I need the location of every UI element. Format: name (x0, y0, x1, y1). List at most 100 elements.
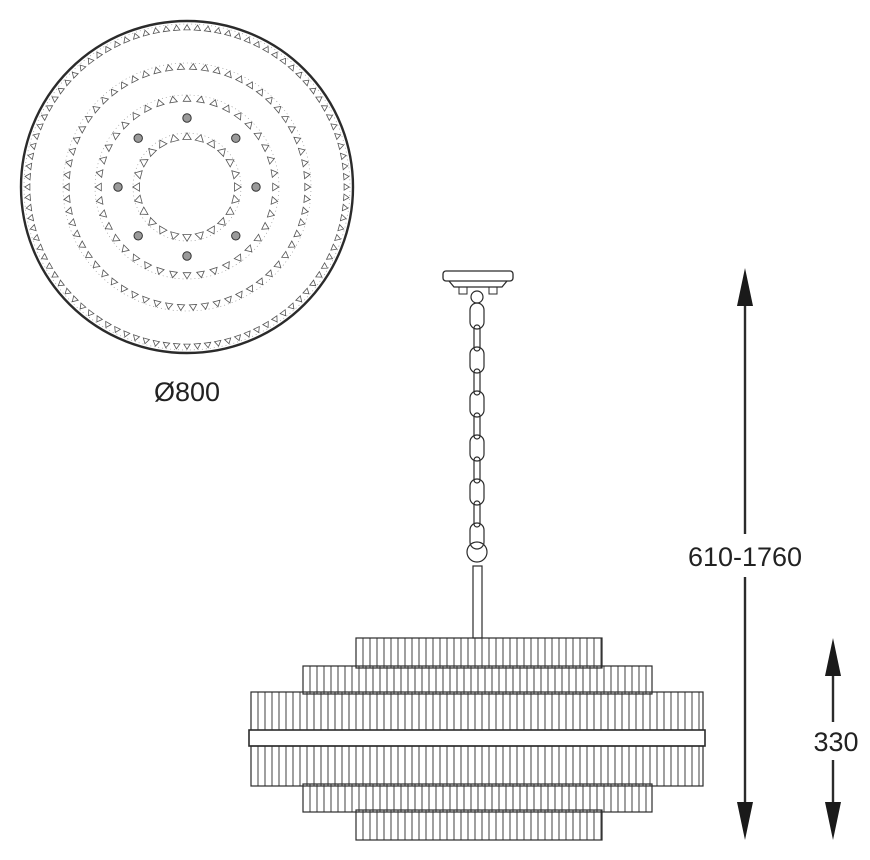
crystal-drop (280, 250, 290, 259)
crystal-drop (133, 170, 143, 180)
crystal-drop (334, 132, 342, 141)
crystal-drop (63, 170, 71, 180)
crystal-drop (40, 114, 49, 122)
crystal-drop (182, 272, 192, 280)
crystal-drop (153, 299, 162, 308)
crystal-drop (279, 308, 287, 317)
crystal-drop (213, 339, 222, 347)
chain-link (473, 456, 481, 484)
crystal-drop (87, 308, 95, 317)
crystal-drop (255, 88, 264, 97)
crystal-drop (68, 217, 77, 227)
crystal-drop (188, 62, 198, 70)
crystal-drop (234, 182, 242, 192)
chain-link (469, 434, 485, 462)
crystal-drop (32, 132, 40, 141)
crystal-drop (72, 136, 81, 145)
crystal-drop (264, 96, 273, 105)
crystal-drop (244, 244, 253, 253)
crystal-drop (64, 287, 72, 295)
crystal-drop (132, 112, 141, 121)
crystal-drop (302, 79, 310, 87)
chain-link (473, 412, 481, 440)
crystal-drop (295, 71, 303, 79)
lamp-shade (248, 637, 706, 841)
chain-link (473, 324, 481, 352)
crystal-drop (27, 152, 35, 161)
bulb-holder (251, 182, 261, 192)
bulb-holder (133, 133, 143, 143)
crystal-drop (225, 159, 235, 168)
crystal-drop (78, 126, 87, 134)
crystal-drop (51, 96, 59, 104)
crystal-drop (315, 270, 323, 278)
crystal-drop (252, 325, 260, 334)
crystal-drop (148, 216, 158, 226)
crystal-drop (132, 32, 141, 40)
crystal-drop (216, 148, 226, 158)
crystal-drop (183, 24, 191, 31)
crystal-drop (287, 302, 295, 310)
crystal-drop (194, 231, 204, 241)
crystal-drop (337, 223, 345, 232)
crystal-drop (297, 147, 306, 157)
crystal-drop (200, 64, 210, 72)
shade-tier (302, 783, 653, 813)
crystal-drop (132, 334, 141, 342)
crystal-drop (51, 270, 59, 278)
crystal-drop (266, 156, 276, 165)
crystal-drop (71, 71, 79, 79)
total-height-arrow-down (737, 802, 753, 840)
crystal-drop (123, 330, 131, 338)
crystal-drop (32, 233, 40, 242)
crystal-drop (280, 115, 290, 124)
total-height-label: 610-1760 (688, 542, 802, 572)
crystal-drop (169, 95, 179, 104)
crystal-drop (133, 194, 143, 204)
crystal-drop (78, 240, 87, 248)
crystal-drop (223, 295, 232, 304)
crystal-drop (112, 233, 121, 242)
crystal-drop (29, 142, 37, 151)
shade-height-arrow-down (825, 802, 841, 840)
crystal-drop (40, 252, 49, 260)
crystal-drop (110, 277, 119, 286)
top-view-outer-ring (19, 19, 355, 355)
crystal-drop (148, 148, 158, 158)
crystal-drop (98, 156, 108, 165)
crystal-drop (216, 216, 226, 226)
crystal-drop (330, 243, 338, 251)
crystal-drop (24, 172, 31, 181)
crystal-drop (213, 27, 222, 35)
crystal-ring-guide (23, 23, 351, 351)
crystal-drop (223, 70, 232, 79)
crystal-ring-guide (62, 62, 312, 312)
shade-band (248, 729, 706, 747)
crystal-drop (270, 169, 279, 179)
crystal-drop (24, 193, 31, 202)
crystal-drop (233, 253, 242, 262)
bulb-holder (133, 231, 143, 241)
crystal-drop (253, 132, 262, 141)
crystal-drop (101, 269, 110, 278)
crystal-drop (272, 182, 280, 192)
chain-link (469, 302, 485, 330)
chain-top-ring (470, 290, 484, 304)
bulb-holder (113, 182, 123, 192)
crystal-drop (206, 139, 215, 149)
crystal-drop (121, 121, 130, 130)
chain-link (469, 478, 485, 506)
crystal-drop (287, 240, 296, 248)
crystal-drop (131, 75, 140, 84)
crystal-drop (334, 233, 342, 242)
crystal-drop (79, 64, 87, 72)
crystal-drop (341, 162, 349, 171)
crystal-drop (176, 62, 186, 70)
crystal-drop (293, 136, 302, 145)
crystal-drop (339, 213, 347, 222)
crystal-drop (92, 106, 101, 114)
crystal-drop (156, 98, 165, 108)
crystal-drop (96, 51, 104, 59)
hanging-chain (466, 290, 488, 563)
crystal-drop (212, 299, 221, 308)
